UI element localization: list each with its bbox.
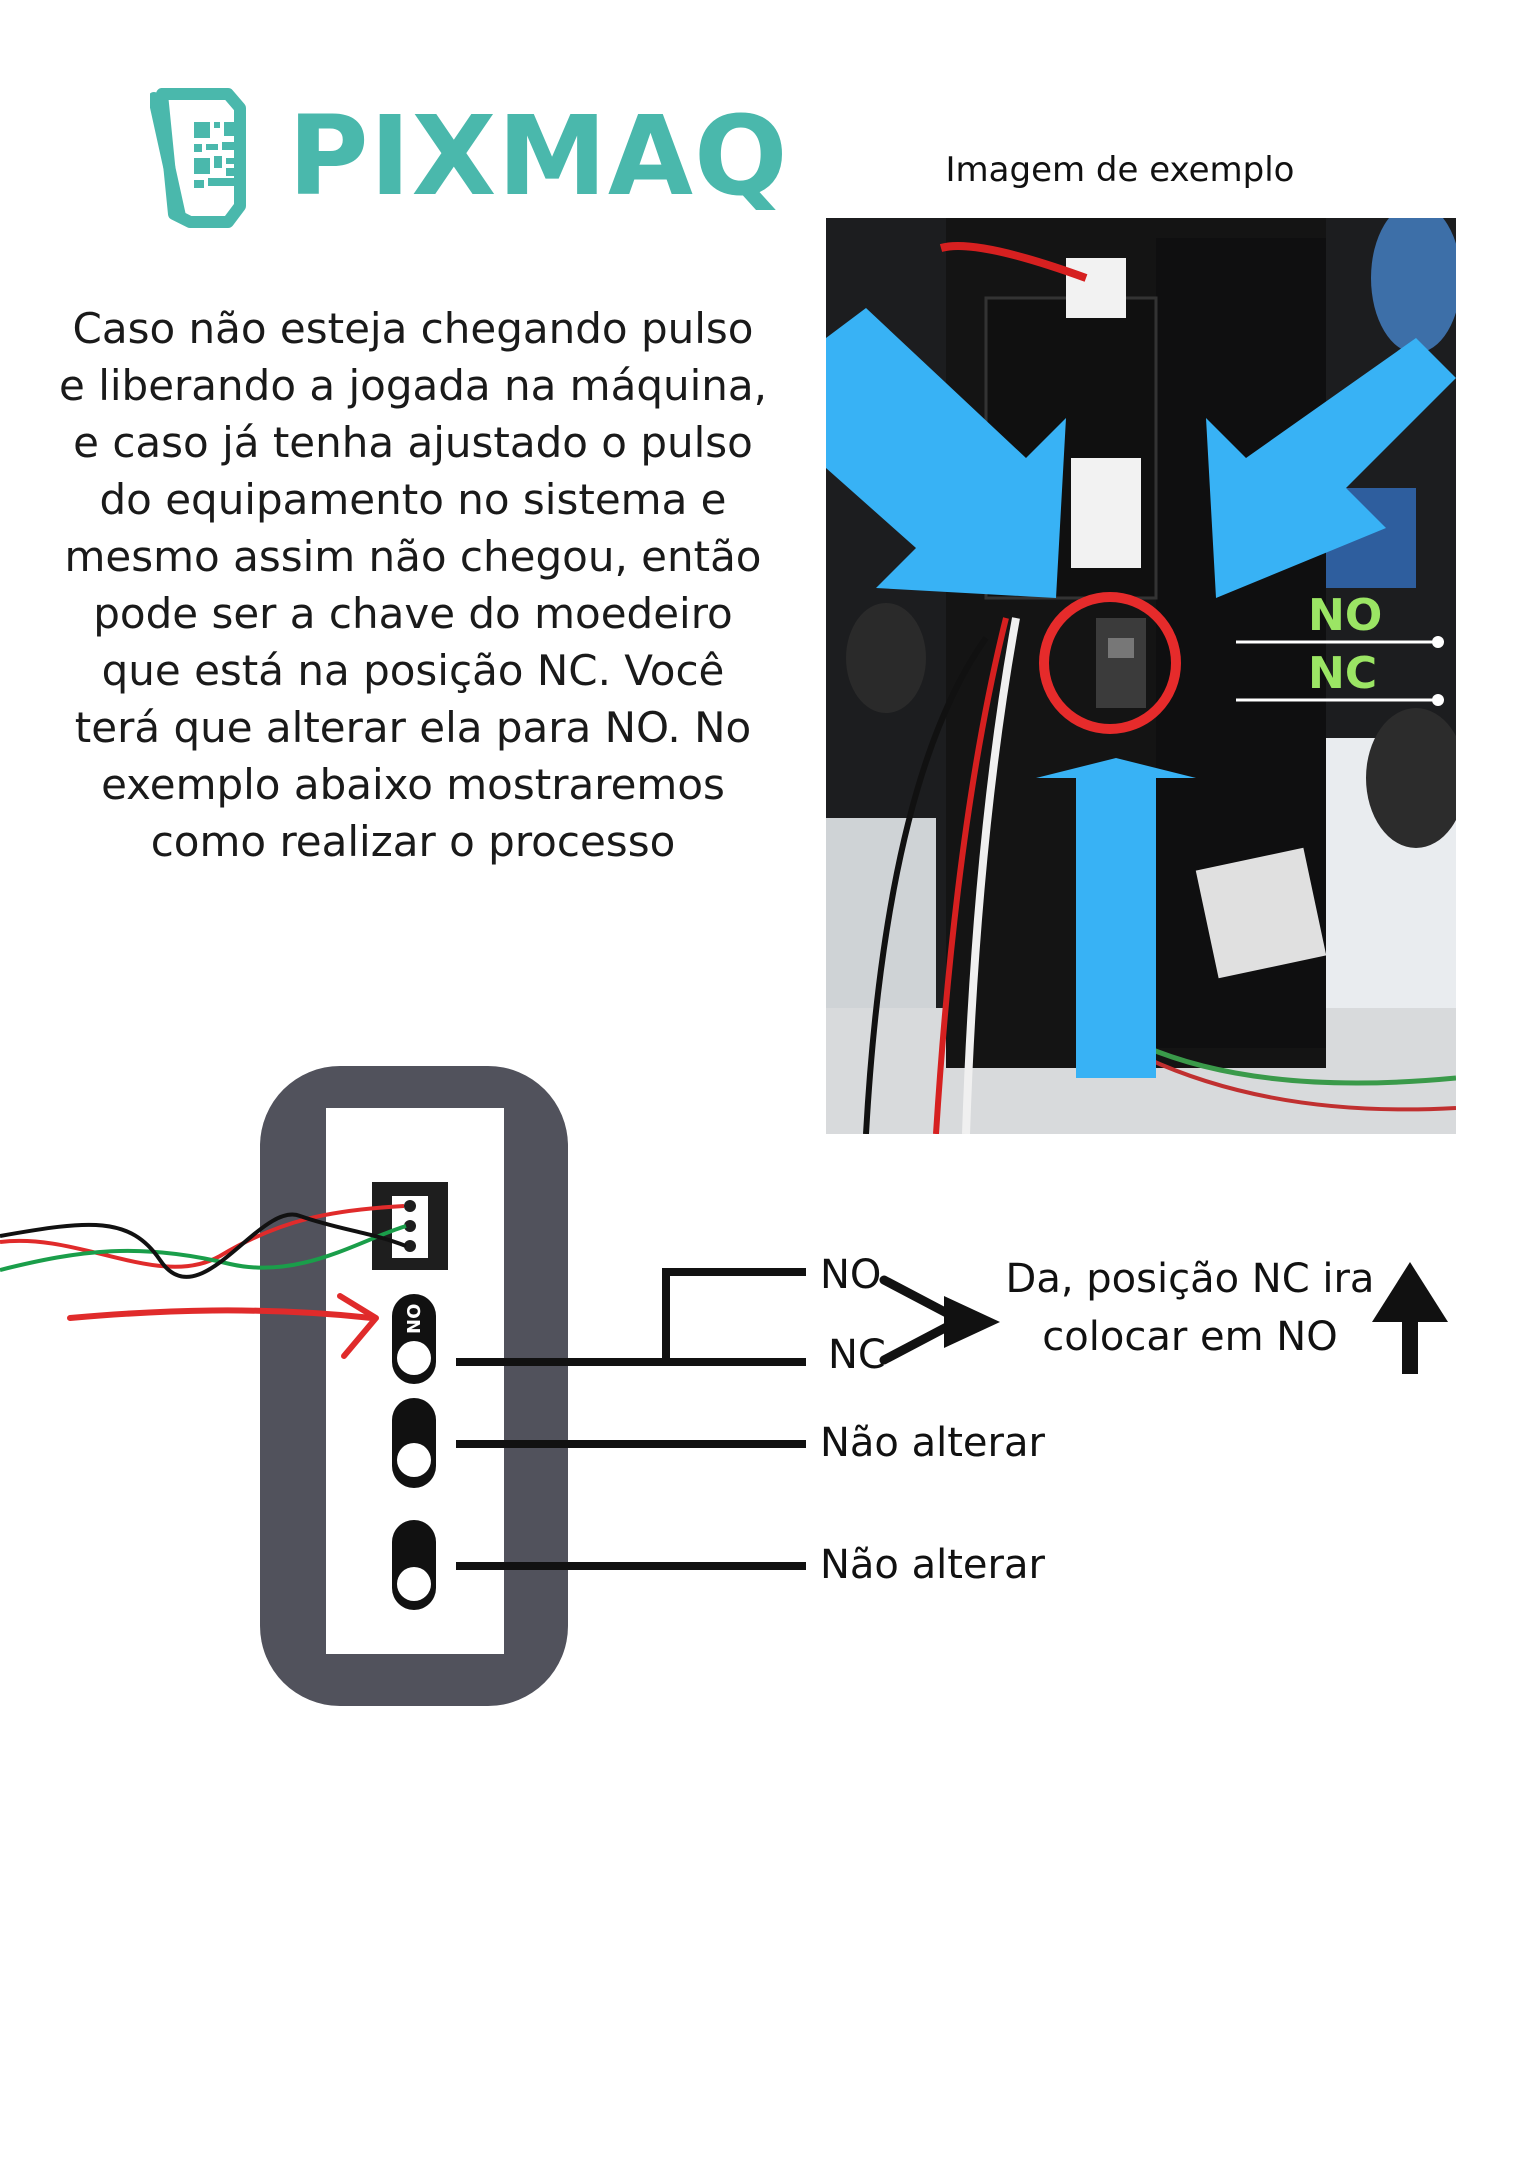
wire-green — [0, 1224, 407, 1272]
wire-red — [0, 1204, 405, 1269]
intro-paragraph: Caso não esteja chegando pulso e liberan… — [59, 304, 767, 866]
example-photo: NO NC — [826, 218, 1456, 1134]
red-pointer-arrow — [67, 1307, 375, 1321]
pixmaq-logo: PIXMAQ — [150, 88, 787, 228]
photo-label-nc: NC — [1308, 648, 1377, 699]
label-keep-switch-3: Não alterar — [820, 1542, 1045, 1588]
switch-highlight-circle — [1039, 592, 1181, 734]
photo-caption: Imagem de exemplo — [945, 150, 1295, 190]
label-keep-switch-2: Não alterar — [820, 1420, 1045, 1466]
photo-label-no: NO — [1308, 590, 1382, 641]
qr-code-icon — [150, 88, 246, 228]
label-no: NO — [820, 1252, 882, 1298]
instruction-text: Da, posição NC ira colocar em NO — [1005, 1256, 1375, 1360]
wire-black — [0, 1212, 407, 1279]
brand-name: PIXMAQ — [288, 92, 789, 220]
up-arrow-icon — [1372, 1262, 1448, 1374]
dip-switch-1-label: NO — [404, 1304, 425, 1334]
switch-diagram: NO — [0, 1066, 1448, 1706]
label-nc: NC — [828, 1332, 886, 1378]
